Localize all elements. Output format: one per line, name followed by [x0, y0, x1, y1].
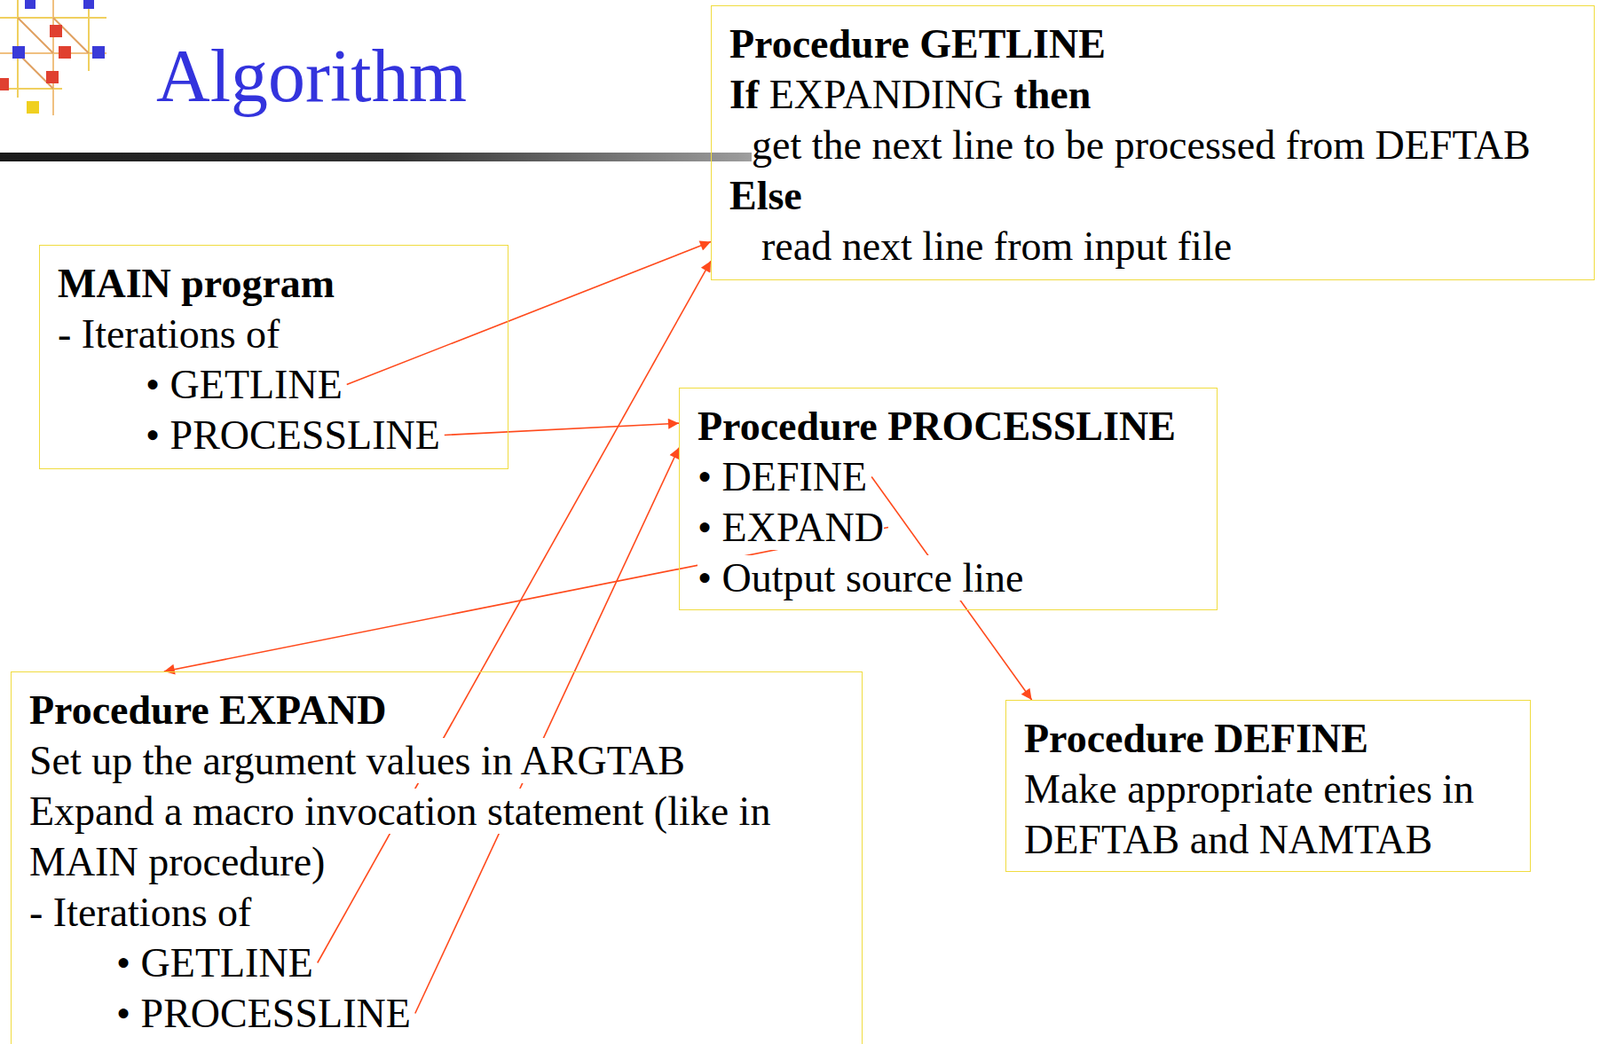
body-text: get the next line to be processed from D…	[751, 122, 1531, 168]
heading-text: Else	[729, 173, 803, 219]
text-line: MAIN program	[57, 258, 490, 309]
procedure-box: Procedure GETLINEIfEXPANDINGthenget the …	[710, 5, 1595, 281]
text-line: • GETLINE	[29, 937, 844, 989]
heading-text: Procedure GETLINE	[729, 21, 1106, 67]
body-text: Make appropriate entries in DEFTAB and N…	[1024, 766, 1474, 863]
text-line: • Output source line	[697, 552, 1199, 604]
body-text: • EXPAND	[697, 504, 884, 551]
procedure-box: Procedure PROCESSLINE• DEFINE• EXPAND• O…	[678, 387, 1218, 611]
body-text: Expand a macro invocation statement (lik…	[29, 788, 771, 885]
heading-text: If	[729, 71, 759, 118]
body-text: EXPANDING	[769, 71, 1004, 118]
text-line: Set up the argument values in ARGTAB	[29, 735, 844, 787]
text-line: Make appropriate entries in DEFTAB and N…	[1024, 764, 1513, 866]
text-line: • PROCESSLINE	[29, 988, 844, 1040]
procedure-box: MAIN program- Iterations of • GETLINE• PR…	[39, 244, 509, 470]
text-line: Procedure GETLINE	[729, 18, 1577, 70]
call-arrow	[317, 260, 711, 963]
logo-cubes	[0, 0, 107, 116]
body-text: - Iterations of	[29, 890, 252, 936]
text-line: • GETLINE	[57, 359, 490, 410]
body-text: • Output source line	[697, 555, 1024, 601]
text-line: Procedure PROCESSLINE	[697, 401, 1199, 452]
body-text: Set up the argument values in ARGTAB	[29, 738, 686, 784]
procedure-box: Procedure EXPANDSet up the argument valu…	[10, 671, 863, 1044]
heading-text: then	[1013, 71, 1091, 118]
text-line: Procedure DEFINE	[1024, 713, 1513, 765]
heading-text: Procedure EXPAND	[29, 687, 387, 734]
text-line: IfEXPANDINGthen	[729, 69, 1577, 120]
call-arrow	[444, 423, 679, 435]
body-text: • PROCESSLINE	[116, 991, 411, 1037]
heading-text: Procedure PROCESSLINE	[697, 403, 1176, 450]
text-line: Else	[729, 170, 1577, 221]
text-line: get the next line to be processed from D…	[729, 119, 1577, 171]
heading-text: MAIN program	[57, 260, 335, 307]
text-line: • PROCESSLINE	[57, 409, 490, 461]
body-text: • DEFINE	[697, 454, 867, 500]
text-line: • EXPAND	[697, 502, 1199, 553]
heading-text: Procedure DEFINE	[1024, 716, 1369, 762]
slide-title: Algorithm	[156, 39, 467, 114]
call-arrow	[346, 242, 711, 386]
text-line: • DEFINE	[697, 451, 1199, 503]
text-line: - Iterations of	[29, 887, 844, 938]
body-text: - Iterations of	[57, 311, 280, 357]
body-text: read next line from input file	[761, 223, 1232, 269]
text-line: - Iterations of	[57, 308, 490, 360]
body-text: • PROCESSLINE	[145, 412, 441, 458]
text-line: read next line from input file	[729, 220, 1577, 272]
body-text: • GETLINE	[116, 940, 314, 986]
text-line: Expand a macro invocation statement (lik…	[29, 786, 844, 888]
body-text: • GETLINE	[145, 362, 343, 408]
call-arrow	[415, 448, 679, 1015]
text-line: Procedure EXPAND	[29, 685, 844, 736]
procedure-box: Procedure DEFINEMake appropriate entries…	[1005, 700, 1531, 873]
